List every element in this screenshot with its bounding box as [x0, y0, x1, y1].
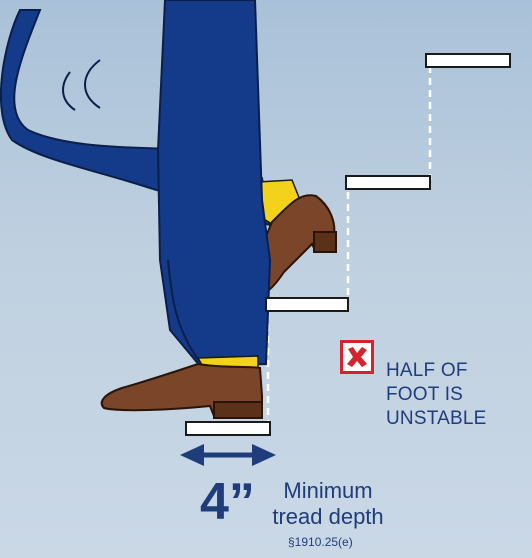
tread-2 — [266, 298, 348, 311]
regulation-citation: §1910.25(e) — [288, 535, 353, 549]
front-shoe-heel — [214, 402, 262, 418]
double-arrow-icon — [180, 444, 276, 466]
tread-4 — [426, 54, 510, 67]
tread-1 — [186, 422, 270, 435]
tread-depth-value: 4” — [200, 474, 255, 530]
warning-line-2: FOOT IS — [386, 383, 487, 407]
back-leg-fold — [63, 72, 75, 110]
unstable-warning-icon — [340, 340, 374, 374]
warning-line-3: UNSTABLE — [386, 407, 487, 431]
warning-line-1: HALF OF — [386, 359, 487, 383]
back-leg-fold-2 — [85, 60, 100, 108]
tread-depth-label-line-2: tread depth — [258, 504, 398, 530]
tread-depth-label: Minimum tread depth — [258, 478, 398, 530]
tread-3 — [346, 176, 430, 189]
unstable-warning-text: HALF OF FOOT IS UNSTABLE — [386, 359, 487, 431]
x-mark-icon — [343, 343, 371, 371]
tread-depth-label-line-1: Minimum — [258, 478, 398, 504]
back-shoe-heel — [314, 232, 336, 252]
